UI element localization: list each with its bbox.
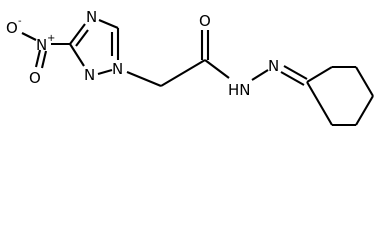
atom-ring-n2: N [84,66,95,84]
acetohydrazide-chain [126,30,308,87]
bond-n1-n2 [97,68,113,76]
bond-n1-ch2 [126,71,162,87]
bond-n-c-a [283,65,308,80]
bond-c3-c4 [355,66,374,97]
bond-n2-c3 [69,43,85,67]
bond-o-n-nitro [21,32,37,41]
atom-ring-n4: N [86,8,97,26]
cyclohexane-ring [306,65,374,127]
chemical-structure: O - N + O N N N O HN N [6,8,374,127]
atom-ring-n1: N [112,60,123,78]
atom-nitro-n: N [36,36,47,54]
atom-hydrazide-nh: HN [228,81,251,99]
bond-c6-c1 [306,81,333,126]
bond-carbonyl-nh [204,59,230,79]
bond-nh-n [251,69,269,81]
triazole-ring [69,19,120,76]
atom-hydrazone-n: N [268,57,279,75]
bond-n4-c5 [98,19,119,29]
bond-n-o-double-a [34,49,42,68]
bond-ch2-carbonyl [160,59,206,87]
atom-carbonyl-o: O [199,12,211,30]
charge-minus: - [18,16,22,27]
atom-nitro-o-double: O [29,69,41,87]
bond-c1-c2 [306,66,333,83]
nitro-group [21,32,70,69]
bond-c3-n4 [69,23,86,45]
bond-n-o-double-b [40,50,48,69]
bond-c3-n4-inner [75,29,89,47]
bond-c4-c5 [355,95,374,126]
charge-plus: + [47,33,55,44]
bond-n-c-b [280,71,305,86]
atom-nitro-o-minus: O [6,19,18,37]
